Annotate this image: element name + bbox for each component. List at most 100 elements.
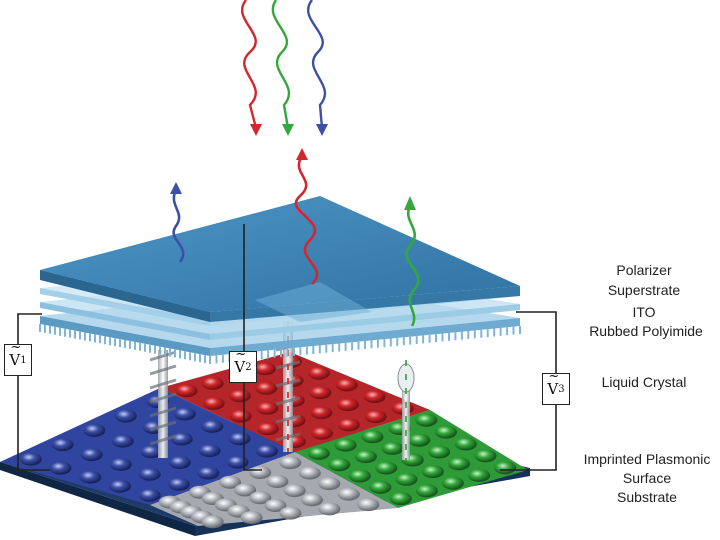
plasmonic-bump-green <box>307 446 330 460</box>
plasmonic-bump-green <box>328 458 351 472</box>
voltage-symbol: V <box>9 340 21 369</box>
plasmonic-bump-green <box>369 480 392 494</box>
plasmonic-bump-blue <box>138 488 161 502</box>
stack-light-rays <box>170 148 420 327</box>
plasmonic-bump-grey <box>318 502 341 516</box>
label-polarizer: Polarizer <box>616 262 672 278</box>
voltage-symbol: V <box>547 369 559 398</box>
plasmonic-bump-green <box>435 425 457 439</box>
plasmonic-bump-green <box>354 450 377 464</box>
plasmonic-bump-green <box>348 469 371 483</box>
label-ito: ITO <box>632 304 656 320</box>
plasmonic-bump-grey <box>249 466 272 479</box>
glass-stack <box>39 196 521 364</box>
plasmonic-bump-green <box>395 472 418 486</box>
plasmonic-bump-green <box>408 433 431 447</box>
plasmonic-bump-green <box>421 465 444 479</box>
label-imprinted-plasmonic: Imprinted Plasmonic <box>583 451 711 467</box>
plasmonic-bump-green <box>454 437 477 451</box>
plasmonic-bump-grey <box>201 515 224 529</box>
plasmonic-bump-grey <box>298 466 321 480</box>
plasmonic-bump-red <box>256 422 279 436</box>
label-substrate: Substrate <box>617 489 677 505</box>
label-surface: Surface <box>622 470 672 486</box>
plasmonic-bump-grey <box>279 506 302 520</box>
plasmonic-bump-grey <box>318 477 341 491</box>
plasmonic-bump-red <box>201 376 224 390</box>
plasmonic-bump-grey <box>264 499 287 512</box>
plasmonic-bump-blue <box>80 448 103 462</box>
voltage-v2-box: V2 <box>229 347 257 383</box>
plasmonic-bump-blue <box>138 467 161 481</box>
voltage-subscript: 1 <box>20 354 27 366</box>
plasmonic-bump-red <box>175 384 198 398</box>
lc-column-green <box>397 360 415 460</box>
plasmonic-bump-green <box>448 457 471 471</box>
wire-v1 <box>17 313 50 471</box>
plasmonic-bump-blue <box>255 444 278 458</box>
ray-green-out <box>271 0 291 129</box>
plasmonic-bump-green <box>361 430 384 444</box>
plasmonic-bump-blue <box>226 455 249 469</box>
voltage-subscript: 3 <box>558 383 565 395</box>
label-superstrate: Superstrate <box>607 282 681 298</box>
plasmonic-bump-red <box>310 426 333 440</box>
plasmonic-bump-red <box>256 401 279 415</box>
wire-v2 <box>243 224 262 471</box>
lc-column-blue <box>149 350 177 458</box>
plasmonic-bump-green <box>334 438 357 452</box>
plasmonic-bump-red <box>335 378 358 392</box>
ray-red-in <box>294 155 319 285</box>
label-rubbed-polyimide: Rubbed Polyimide <box>589 323 703 339</box>
plasmonic-bump-blue <box>198 444 221 458</box>
plasmonic-surface <box>0 352 528 529</box>
plasmonic-bump-green <box>389 492 412 506</box>
plasmonic-bump-green <box>494 461 517 475</box>
plasmonic-bump-red <box>337 418 360 432</box>
plasmonic-bump-grey <box>337 487 360 501</box>
plasmonic-bump-grey <box>301 493 323 507</box>
ray-blue-out <box>307 0 327 129</box>
plasmonic-bump-grey <box>357 498 380 512</box>
ray-green-in <box>405 205 420 327</box>
plasmonic-bump-green <box>428 445 451 459</box>
plasmonic-bump-green <box>468 469 491 482</box>
plasmonic-bump-red <box>228 389 251 403</box>
plasmonic-bump-blue <box>228 432 251 446</box>
plasmonic-bump-red <box>255 381 278 395</box>
plasmonic-bump-green <box>415 413 438 427</box>
plasmonic-bump-green <box>375 461 398 475</box>
plasmonic-bump-grey <box>240 511 263 524</box>
plasmonic-bump-green <box>381 441 404 455</box>
plasmonic-bump-blue <box>79 470 102 484</box>
ray-red-out <box>240 0 258 129</box>
plasmonic-bump-red <box>229 409 252 423</box>
plasmonic-bump-red <box>363 390 386 404</box>
plasmonic-bump-blue <box>109 479 131 493</box>
plasmonic-bump-blue <box>111 434 134 448</box>
plasmonic-bump-grey <box>249 491 272 505</box>
plasmonic-bump-red <box>202 396 225 410</box>
plasmonic-bump-red <box>364 410 387 424</box>
voltage-v1-box: V1 <box>4 340 32 376</box>
plasmonic-bump-green <box>415 484 438 498</box>
liquid-crystal-columns <box>149 322 415 460</box>
plasmonic-bump-blue <box>49 461 72 475</box>
output-light-rays <box>240 0 328 136</box>
plasmonic-bump-blue <box>197 466 220 480</box>
plasmonic-bump-blue <box>140 445 163 459</box>
plasmonic-bump-red <box>253 362 276 376</box>
plasmonic-bump-blue <box>19 452 42 466</box>
plasmonic-bump-blue <box>170 432 193 446</box>
plasmonic-bump-blue <box>109 457 132 471</box>
plasmonic-bump-blue <box>51 438 74 452</box>
plasmonic-bump-blue <box>201 419 224 433</box>
voltage-symbol: V <box>234 347 246 376</box>
plasmonic-bump-grey <box>219 475 242 489</box>
plasmonic-bump-red <box>309 386 332 400</box>
label-liquid-crystal: Liquid Crystal <box>601 374 687 390</box>
plasmonic-bump-grey <box>234 483 257 497</box>
plasmonic-bump-red <box>336 398 359 412</box>
plasmonic-bump-red <box>310 406 333 420</box>
